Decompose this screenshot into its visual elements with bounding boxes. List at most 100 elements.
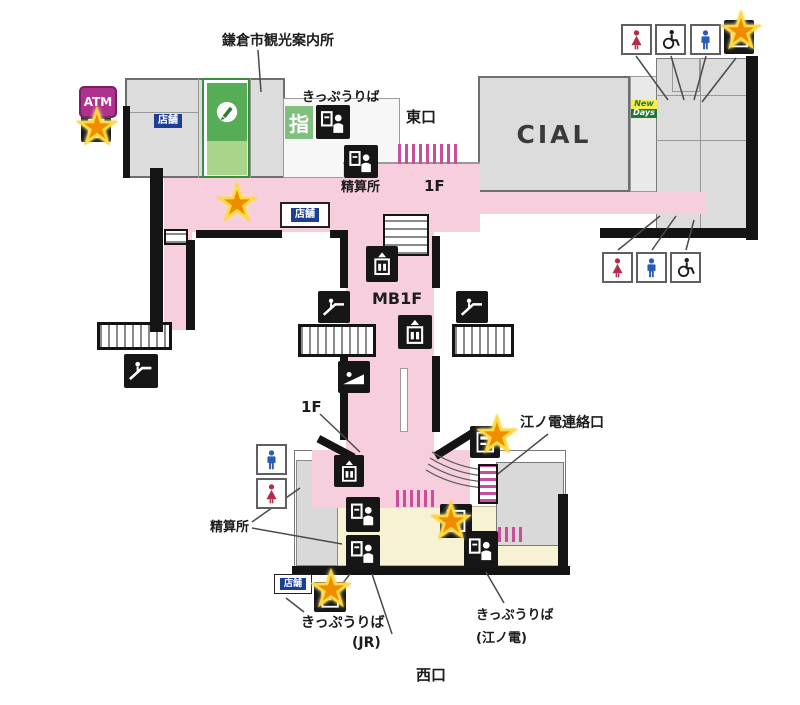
male-restroom-icon — [261, 449, 282, 470]
room-divider — [656, 140, 748, 141]
info-pen-icon — [214, 99, 240, 125]
floor-mb1f-label: MB1F — [372, 289, 423, 308]
ticket-counter-north-2 — [344, 145, 378, 178]
escalator-center-left — [318, 291, 350, 323]
ticket-counter-icon — [347, 148, 375, 175]
newdays-logo: New Days — [631, 99, 657, 118]
stairs-center-left — [298, 324, 376, 357]
fare-adjustment-top-label: 精算所 — [341, 180, 381, 195]
ticket-office-enoden-label-1: きっぷうりば — [476, 608, 554, 623]
female-restroom-icon — [261, 483, 282, 504]
cial-label: CIAL — [516, 119, 592, 149]
enoden-ticket-gate-small — [498, 527, 524, 542]
escalator-icon — [321, 294, 347, 320]
male-restroom-icon — [641, 257, 662, 278]
stairs-center-right — [452, 324, 514, 357]
elevator-center — [398, 315, 432, 349]
toilet-accessible-northeast — [655, 24, 686, 55]
escalator-icon — [127, 357, 155, 385]
wall-annex-right — [746, 56, 758, 240]
wall — [186, 240, 195, 330]
enoden-connection-gate — [478, 464, 498, 504]
tourist-info-lower — [207, 141, 247, 175]
toilet-women-northeast — [621, 24, 652, 55]
star-icon: ★ — [725, 11, 757, 52]
star-icon: ★ — [221, 183, 253, 224]
room-divider — [656, 95, 748, 96]
star-icon: ★ — [426, 488, 476, 552]
star-icon: ★ — [212, 170, 262, 234]
star-icon: ★ — [481, 415, 513, 456]
ticket-machine-west — [440, 504, 472, 538]
escalator-southwest — [124, 354, 158, 388]
female-restroom-icon — [626, 29, 647, 50]
ticket-office-top-label: きっぷうりば — [302, 90, 380, 105]
ticket-counter-icon — [319, 108, 347, 136]
east-annex-corridor — [480, 192, 706, 214]
newdays-logo-bottom: Days — [631, 108, 657, 118]
ticket-counter-jr-2 — [346, 535, 380, 569]
elevator-icon — [369, 249, 395, 279]
reserved-seat-label: 指 — [289, 112, 309, 136]
wall — [330, 230, 348, 238]
floor-1f-east-label: 1F — [424, 177, 445, 195]
ticket-office-enoden-label-2: (江ノ電) — [476, 631, 527, 646]
wall — [340, 356, 348, 440]
atm-sign: ATM — [79, 86, 117, 118]
star-icon: ★ — [315, 569, 347, 610]
escalator-center-right — [456, 291, 488, 323]
wall — [123, 106, 130, 178]
cial-building: CIAL — [478, 76, 630, 192]
male-restroom-icon — [695, 29, 716, 50]
toilet-men-northeast — [690, 24, 721, 55]
toilet-men-east — [636, 252, 667, 283]
stairs-east-concourse — [383, 214, 429, 256]
star-icon: ★ — [81, 107, 113, 148]
ticket-office-jr-label-2: (JR) — [352, 635, 381, 651]
ticket-counter-north-1 — [316, 105, 350, 139]
ticket-office-jr-label-1: きっぷうりば — [301, 615, 385, 631]
tourist-info-tile — [207, 83, 247, 141]
wall-west-bottom — [292, 566, 570, 575]
star-icon: ★ — [716, 0, 766, 62]
toilet-women-west — [256, 478, 287, 509]
enoden-gate-label: 江ノ電連絡口 — [520, 415, 604, 431]
atm-machine — [81, 114, 111, 142]
shop-label-south: 店舗 — [279, 577, 306, 591]
reserved-seat-box: 指 — [285, 106, 313, 139]
tourist-info-booth — [202, 78, 250, 178]
room-divider — [125, 112, 198, 113]
shop-label-mid: 店舗 — [291, 208, 319, 222]
ramp-icon — [341, 364, 367, 390]
newdays-column — [630, 76, 658, 192]
ticket-counter-jr-1 — [346, 497, 380, 532]
ramp-center — [338, 361, 370, 393]
elevator-west — [334, 455, 364, 487]
star-icon: ★ — [72, 94, 122, 158]
ticket-machine-annex-roof — [724, 20, 754, 54]
elevator-east — [366, 246, 398, 282]
wheelchair-icon — [660, 29, 681, 50]
wall — [150, 168, 163, 332]
stairs-left-corridor — [164, 229, 188, 245]
shop-box-south: 店舗 — [274, 574, 312, 594]
room-divider — [250, 78, 251, 178]
wall — [340, 236, 348, 288]
elevator-icon — [401, 318, 429, 346]
shop-label-north: 店舗 — [154, 114, 182, 128]
west-ticket-gate — [396, 490, 434, 507]
wall — [196, 230, 282, 238]
wall-enoden-right — [558, 494, 568, 574]
annex-room — [672, 58, 700, 92]
fare-adjustment-west-label: 精算所 — [210, 520, 250, 535]
newdays-logo-top: New — [631, 99, 657, 109]
wall — [432, 236, 440, 288]
east-exit-label: 東口 — [406, 108, 437, 126]
shop-box-mid: 店舗 — [280, 202, 330, 228]
elevator-icon — [337, 458, 362, 484]
toilet-accessible-east — [670, 252, 701, 283]
room-divider — [700, 58, 701, 238]
star-icon: ★ — [435, 501, 467, 542]
ticket-counter-icon — [349, 500, 377, 529]
